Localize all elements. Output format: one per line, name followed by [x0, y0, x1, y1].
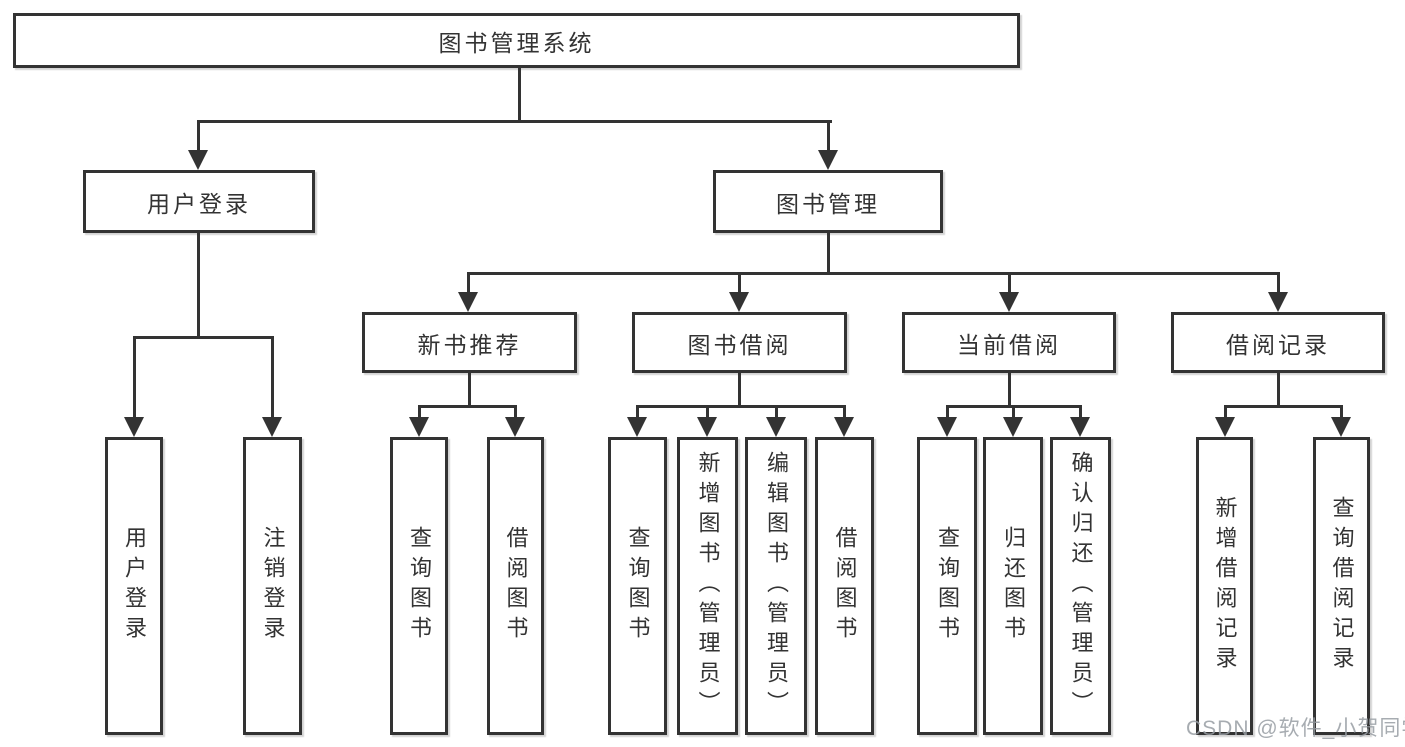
- leaf-query-borrow-record-label: 查询借阅记录: [1329, 496, 1355, 676]
- node-root: 图书管理系统: [13, 13, 1020, 68]
- leaf-query-books-recommend-label: 查询图书: [407, 526, 432, 646]
- node-book-borrowing: 图书借阅: [632, 312, 847, 373]
- leaf-edit-books-admin-label: 编辑图书（管理员）: [764, 451, 789, 721]
- leaf-add-books-admin: 新增图书（管理员）: [677, 437, 738, 735]
- leaf-query-books-current: 查询图书: [917, 437, 977, 735]
- arrow-down-icon: [505, 417, 525, 437]
- arrow-down-icon: [124, 417, 144, 437]
- connector-userlogin-rail: [133, 336, 274, 339]
- leaf-query-borrow-record: 查询借阅记录: [1313, 437, 1370, 735]
- connector-drop-current-borrow: [1008, 275, 1011, 292]
- connector-drop: [775, 408, 778, 417]
- leaf-user-login: 用户登录: [105, 437, 163, 735]
- leaf-confirm-return-admin: 确认归还（管理员）: [1050, 437, 1111, 735]
- leaf-query-books-recommend: 查询图书: [390, 437, 448, 735]
- node-current-borrowing: 当前借阅: [902, 312, 1116, 373]
- connector-drop: [1012, 408, 1015, 417]
- leaf-borrow-books-recommend-label: 借阅图书: [503, 526, 529, 646]
- leaf-query-books-borrowing-label: 查询图书: [625, 526, 651, 646]
- arrow-down-icon: [818, 150, 838, 170]
- connector-newbook-stub: [468, 373, 471, 408]
- connector-bookborrow-rail: [636, 405, 846, 408]
- node-book-management: 图书管理: [713, 170, 943, 233]
- arrow-down-icon: [1070, 417, 1090, 437]
- connector-drop: [946, 408, 949, 417]
- arrow-down-icon: [834, 417, 854, 437]
- arrow-down-icon: [262, 417, 282, 437]
- connector-drop-login: [133, 339, 136, 417]
- arrow-down-icon: [999, 292, 1019, 312]
- leaf-confirm-return-admin-label: 确认归还（管理员）: [1068, 451, 1094, 721]
- connector-drop: [843, 408, 846, 417]
- arrow-down-icon: [1331, 417, 1351, 437]
- connector-borrowrecords-stub: [1277, 373, 1280, 408]
- leaf-query-books-borrowing: 查询图书: [608, 437, 667, 735]
- node-current-borrowing-label: 当前借阅: [957, 331, 1061, 358]
- arrow-down-icon: [409, 417, 429, 437]
- connector-drop: [514, 408, 517, 417]
- arrow-down-icon: [188, 150, 208, 170]
- node-user-login-label: 用户登录: [147, 190, 251, 217]
- node-new-book-recommend: 新书推荐: [362, 312, 577, 373]
- node-borrow-records: 借阅记录: [1171, 312, 1385, 373]
- arrow-down-icon: [729, 292, 749, 312]
- node-borrow-records-label: 借阅记录: [1226, 331, 1330, 358]
- connector-drop: [1340, 408, 1343, 417]
- connector-bookmgmt-stub: [827, 233, 830, 275]
- connector-drop-book-borrow: [738, 275, 741, 292]
- connector-borrowrecords-rail: [1224, 405, 1343, 408]
- arrow-down-icon: [697, 417, 717, 437]
- node-new-book-recommend-label: 新书推荐: [417, 331, 522, 358]
- connector-drop-logout: [271, 339, 274, 417]
- connector-root-stub: [518, 68, 521, 123]
- arrow-down-icon: [627, 417, 647, 437]
- arrow-down-icon: [766, 417, 786, 437]
- csdn-watermark: CSDN @软件_小贺同学: [1186, 717, 1405, 740]
- leaf-borrow-books-recommend: 借阅图书: [487, 437, 544, 735]
- connector-newbook-rail: [418, 405, 517, 408]
- connector-drop-user-login: [197, 123, 200, 150]
- arrow-down-icon: [1215, 417, 1235, 437]
- connector-drop: [1079, 408, 1082, 417]
- connector-drop-new-book: [467, 275, 470, 292]
- connector-root-rail: [197, 120, 832, 123]
- leaf-logout: 注销登录: [243, 437, 302, 735]
- leaf-add-borrow-record-label: 新增借阅记录: [1212, 496, 1238, 676]
- connector-drop: [636, 408, 639, 417]
- node-root-label: 图书管理系统: [438, 29, 595, 56]
- connector-drop: [1224, 408, 1227, 417]
- connector-currentborrow-rail: [946, 405, 1082, 408]
- connector-drop: [418, 408, 421, 417]
- arrow-down-icon: [1003, 417, 1023, 437]
- leaf-return-books-label: 归还图书: [1001, 526, 1026, 646]
- node-user-login: 用户登录: [83, 170, 315, 233]
- arrow-down-icon: [937, 417, 957, 437]
- leaf-logout-label: 注销登录: [260, 526, 286, 646]
- leaf-add-books-admin-label: 新增图书（管理员）: [695, 451, 721, 721]
- connector-bookborrow-stub: [738, 373, 741, 408]
- arrow-down-icon: [458, 292, 478, 312]
- connector-currentborrow-stub: [1008, 373, 1011, 408]
- connector-bookmgmt-rail: [467, 272, 1280, 275]
- leaf-return-books: 归还图书: [983, 437, 1043, 735]
- node-book-management-label: 图书管理: [776, 190, 880, 217]
- leaf-borrow-books-label: 借阅图书: [832, 526, 858, 646]
- connector-drop-book-mgmt: [827, 123, 830, 150]
- leaf-borrow-books: 借阅图书: [815, 437, 874, 735]
- leaf-add-borrow-record: 新增借阅记录: [1196, 437, 1253, 735]
- node-book-borrowing-label: 图书借阅: [687, 331, 792, 358]
- connector-drop: [706, 408, 709, 417]
- connector-drop-borrow-records: [1277, 275, 1280, 292]
- arrow-down-icon: [1268, 292, 1288, 312]
- leaf-user-login-label: 用户登录: [122, 526, 147, 646]
- leaf-edit-books-admin: 编辑图书（管理员）: [745, 437, 807, 735]
- leaf-query-books-current-label: 查询图书: [935, 526, 960, 646]
- connector-userlogin-stub: [197, 233, 200, 339]
